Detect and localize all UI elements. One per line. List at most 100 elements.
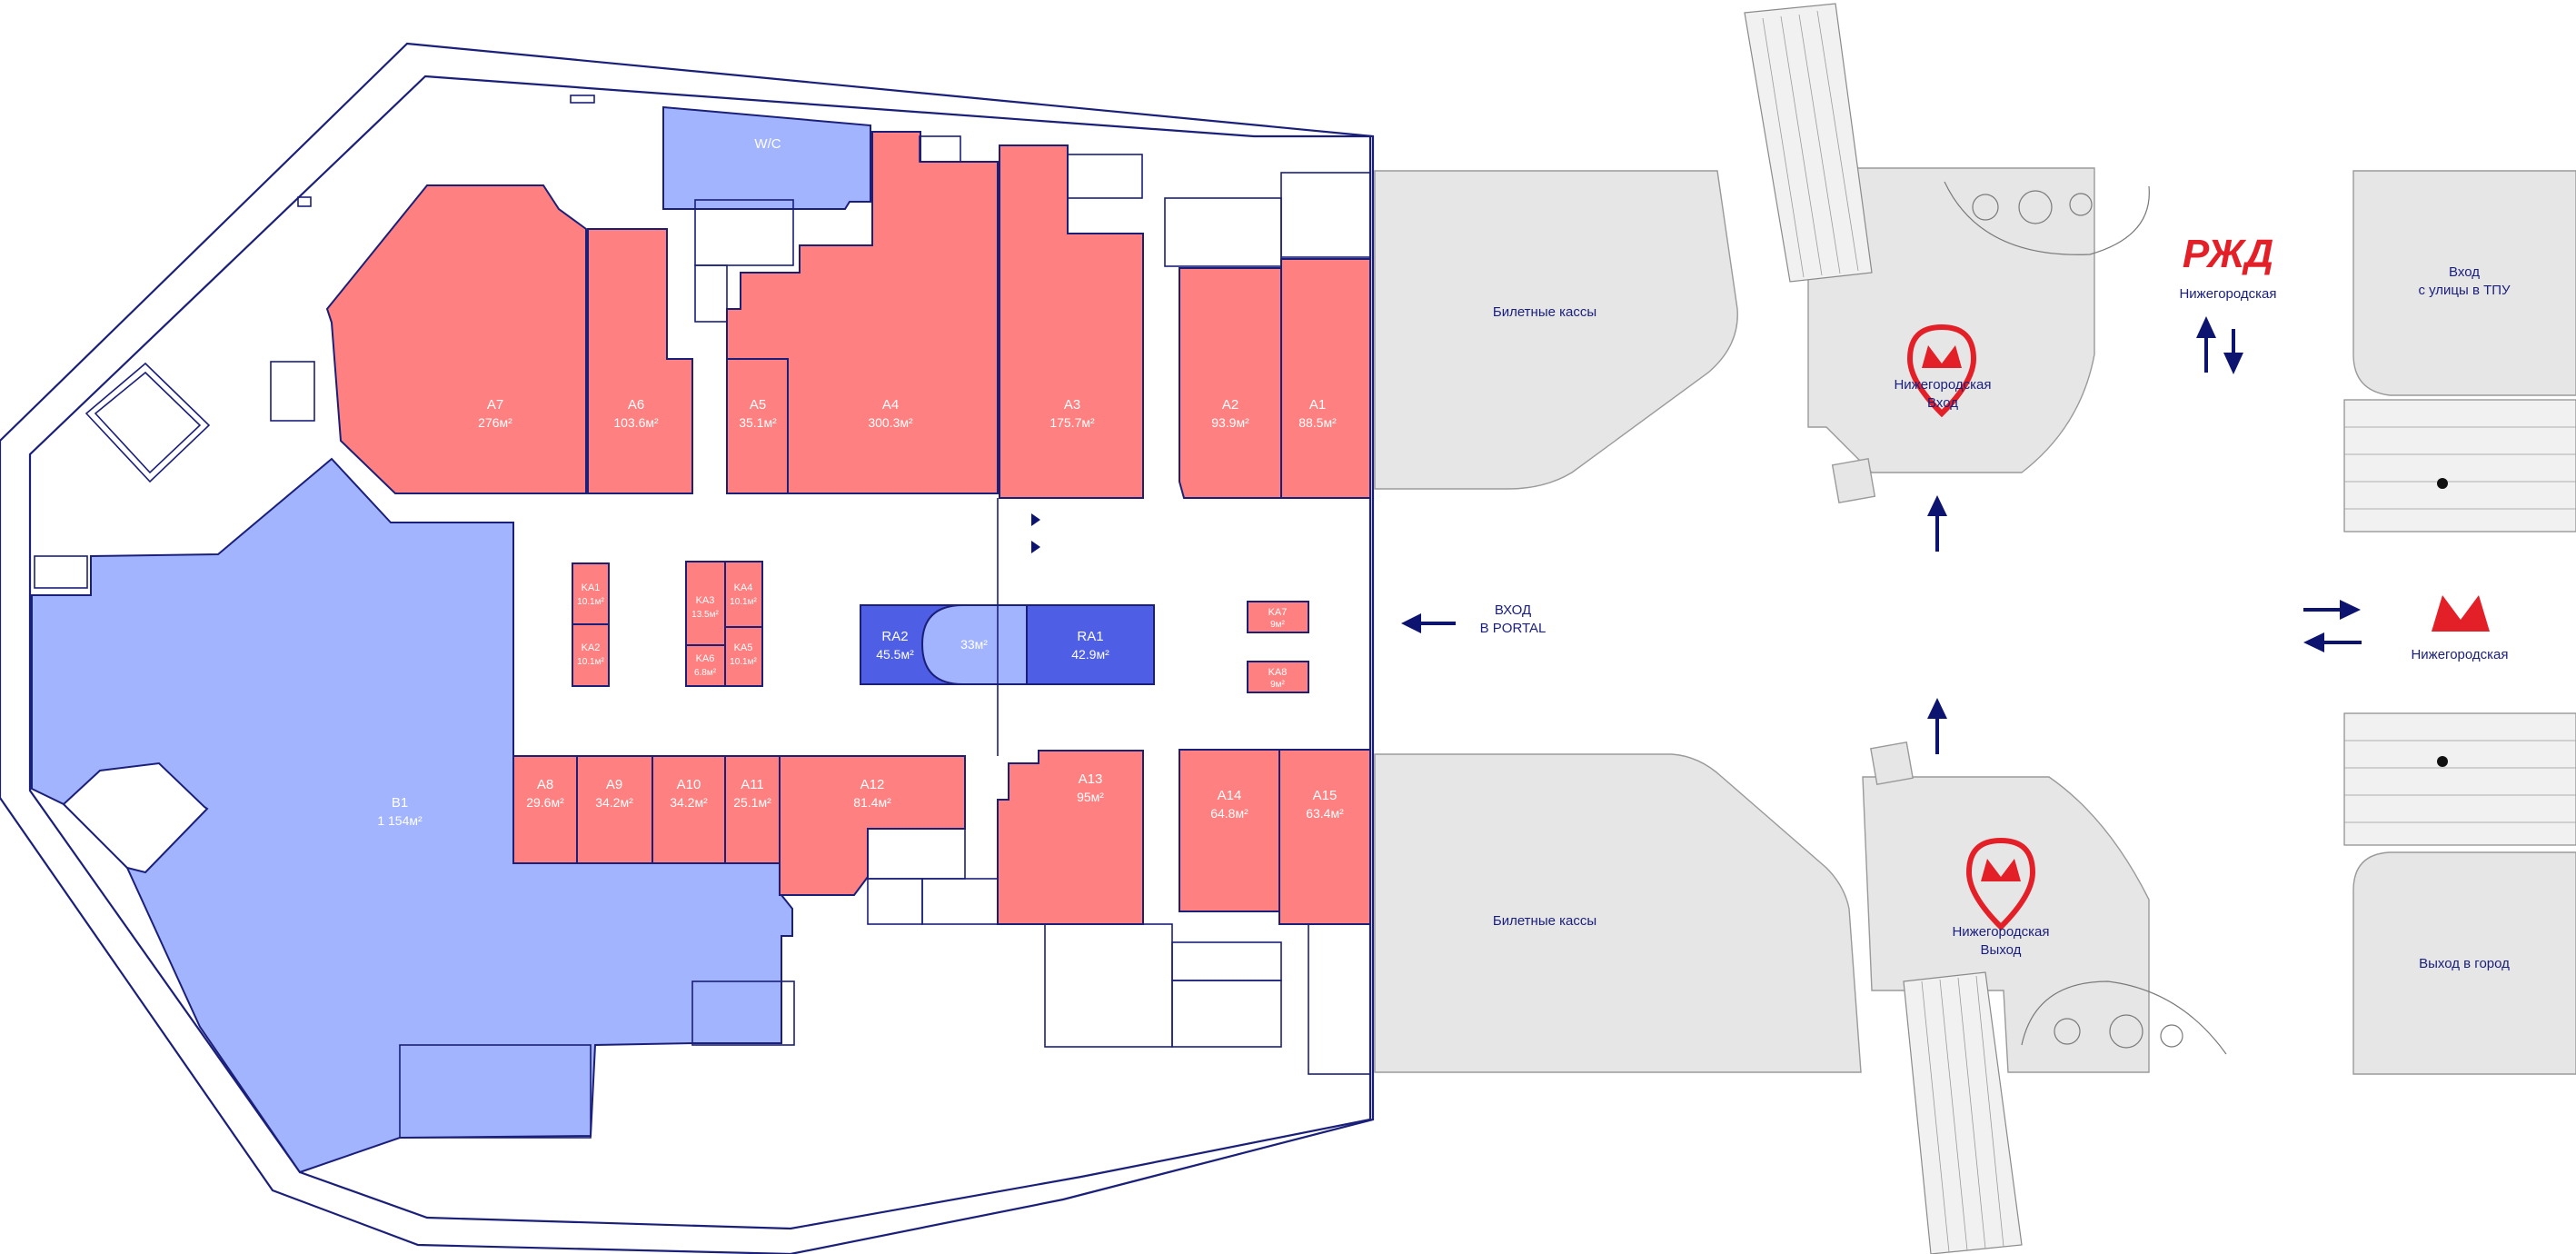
- street-entry-line1: Вход: [2449, 264, 2480, 280]
- metro-logo-icon: [1906, 323, 1977, 418]
- unit-A7-name: A7: [487, 397, 503, 413]
- unit-A1[interactable]: A1 88.5м²: [1280, 258, 1371, 499]
- street-entry-zone: Вход с улицы в ТПУ: [2352, 170, 2576, 396]
- unit-KA4-area: 10.1м²: [730, 597, 757, 607]
- unit-KA4-name: KA4: [734, 582, 753, 593]
- unit-A13[interactable]: A13 95м²: [997, 750, 1144, 925]
- unit-KA8-area: 9м²: [1270, 680, 1285, 690]
- unit-A12-area: 81.4м²: [853, 795, 891, 810]
- unit-KA1-area: 10.1м²: [577, 597, 604, 607]
- unit-A6-area: 103.6м²: [613, 415, 659, 430]
- unit-A1-area: 88.5м²: [1298, 415, 1337, 430]
- unit-KA6-area: 6.8м²: [694, 668, 717, 678]
- unit-B1[interactable]: B1 1 154м²: [31, 457, 793, 1174]
- unit-KA2-name: KA2: [582, 642, 601, 653]
- arrow-up-icon: [2196, 316, 2216, 373]
- metro-entry-line2: Вход: [1927, 395, 1958, 411]
- unit-A7-area: 276м²: [478, 415, 512, 430]
- unit-A3[interactable]: A3 175.7м²: [999, 144, 1144, 499]
- unit-B1-name: B1: [392, 795, 408, 811]
- rzd-logo-icon: РЖД: [2183, 232, 2273, 276]
- unit-center-area: 33м²: [960, 637, 988, 652]
- ticket-office-bottom: Билетные кассы: [1374, 753, 1862, 1073]
- ticket-office-bottom-label: Билетные кассы: [1493, 913, 1596, 929]
- unit-KA3-name: KA3: [696, 595, 715, 606]
- unit-KA2[interactable]: KA2 10.1м²: [572, 623, 610, 687]
- unit-A4-area: 300.3м²: [868, 415, 913, 430]
- unit-KA5-area: 10.1м²: [730, 657, 757, 667]
- escalator-right-top: [2343, 399, 2576, 532]
- unit-A11[interactable]: A11 25.1м²: [724, 755, 781, 864]
- unit-A8[interactable]: A8 29.6м²: [512, 755, 578, 864]
- wc-label: W/C: [754, 136, 781, 152]
- unit-A3-name: A3: [1064, 397, 1080, 413]
- unit-KA7[interactable]: KA7 9м²: [1247, 601, 1309, 633]
- unit-KA6[interactable]: KA6 6.8м²: [685, 644, 726, 687]
- unit-RA2-area: 45.5м²: [876, 647, 914, 662]
- unit-KA7-name: KA7: [1268, 607, 1288, 618]
- ticket-office-top: Билетные кассы: [1374, 170, 1738, 490]
- unit-KA3-area: 13.5м²: [691, 610, 719, 620]
- unit-A13-area: 95м²: [1077, 790, 1104, 804]
- unit-A10[interactable]: A10 34.2м²: [651, 755, 726, 864]
- metro-exit-zone: Нижегородская Выход: [1862, 698, 2227, 1254]
- unit-A3-area: 175.7м²: [1049, 415, 1095, 430]
- arrow-left-icon: [2303, 632, 2362, 652]
- unit-RA1-name: RA1: [1077, 629, 1103, 644]
- metro-entry-line1: Нижегородская: [1894, 377, 1991, 393]
- street-entry-line2: с улицы в ТПУ: [2418, 283, 2511, 298]
- unit-A2[interactable]: A2 93.9м²: [1179, 267, 1282, 499]
- city-exit-zone: Выход в город: [2352, 851, 2576, 1075]
- unit-A8-name: A8: [537, 777, 553, 792]
- unit-A15-name: A15: [1313, 788, 1338, 803]
- unit-A10-name: A10: [677, 777, 701, 792]
- escalator-top: [1744, 3, 1873, 283]
- unit-KA8-name: KA8: [1268, 667, 1288, 678]
- unit-RA1-area: 42.9м²: [1071, 647, 1109, 662]
- metro-main: Нижегородская: [2303, 595, 2509, 662]
- unit-KA5-name: KA5: [734, 642, 753, 653]
- entrance-line2: В PORTAL: [1480, 621, 1547, 636]
- unit-RA2-name: RA2: [881, 629, 908, 644]
- metro-main-station: Нижегородская: [2411, 647, 2508, 662]
- service-rooms-top: [34, 95, 1371, 589]
- unit-A14[interactable]: A14 64.8м²: [1179, 749, 1280, 912]
- rzd-block: РЖД Нижегородская: [2179, 232, 2277, 374]
- unit-RA1[interactable]: RA1 42.9м²: [1026, 604, 1155, 685]
- unit-A15[interactable]: A15 63.4м²: [1278, 749, 1371, 925]
- ticket-office-top-label: Билетные кассы: [1493, 304, 1596, 320]
- metro-exit-line1: Нижегородская: [1952, 924, 2049, 940]
- entrance-line1: ВХОД: [1495, 602, 1531, 618]
- service-rooms-bottom: [399, 828, 1371, 1139]
- unit-KA6-name: KA6: [696, 653, 715, 664]
- unit-A11-name: A11: [741, 777, 764, 792]
- unit-KA3[interactable]: KA3 13.5м²: [685, 561, 726, 646]
- escalator-bottom: [1903, 971, 2023, 1254]
- unit-A9[interactable]: A9 34.2м²: [576, 755, 653, 864]
- unit-A8-area: 29.6м²: [526, 795, 564, 810]
- unit-KA1-name: KA1: [582, 582, 601, 593]
- unit-A14-name: A14: [1218, 788, 1242, 803]
- unit-center[interactable]: 33м²: [920, 604, 1028, 685]
- unit-A5[interactable]: A5 35.1м²: [726, 358, 789, 494]
- city-exit-label: Выход в город: [2419, 956, 2510, 971]
- unit-A15-area: 63.4м²: [1306, 806, 1344, 821]
- unit-A6[interactable]: A6 103.6м²: [587, 228, 693, 494]
- unit-A10-area: 34.2м²: [670, 795, 708, 810]
- escalator-right-bottom: [2343, 712, 2576, 846]
- unit-KA8[interactable]: KA8 9м²: [1247, 661, 1309, 693]
- rzd-station: Нижегородская: [2179, 286, 2276, 302]
- metro-entry-zone: Нижегородская Вход: [1744, 3, 2150, 552]
- unit-A4-name: A4: [882, 397, 899, 413]
- unit-KA7-area: 9м²: [1270, 620, 1285, 630]
- unit-A1-name: A1: [1309, 397, 1326, 413]
- plants-bottom: [2021, 980, 2227, 1055]
- unit-A11-area: 25.1м²: [733, 795, 771, 810]
- arrow-down-icon: [2223, 329, 2243, 374]
- arrow-left-icon: [1401, 613, 1456, 633]
- portal-entrance: ВХОД В PORTAL: [1401, 602, 1546, 636]
- unit-KA5[interactable]: KA5 10.1м²: [724, 626, 763, 687]
- rzd-logo-text: РЖД: [2183, 232, 2273, 276]
- unit-A7[interactable]: A7 276м²: [325, 184, 587, 494]
- unit-KA1[interactable]: KA1 10.1м²: [572, 562, 610, 625]
